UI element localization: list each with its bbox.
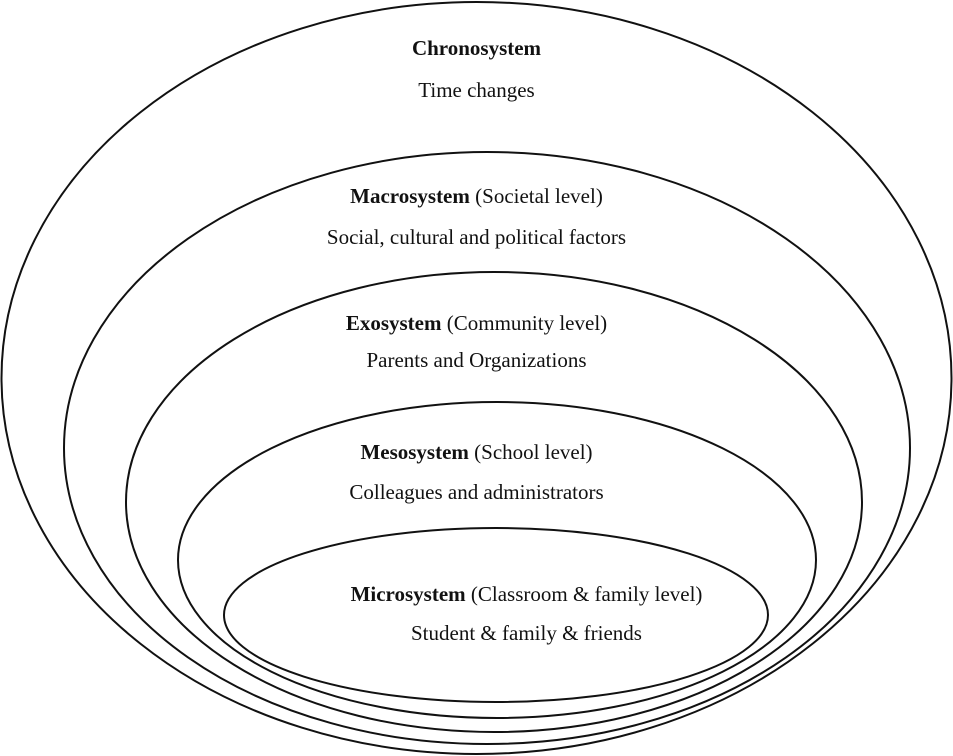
mesosystem-ellipse — [177, 401, 817, 719]
microsystem-ellipse — [223, 527, 769, 703]
mesosystem-title: Mesosystem (School level) — [0, 440, 953, 464]
mesosystem-level: (School level) — [474, 440, 593, 464]
macrosystem-description: Social, cultural and political factors — [326, 225, 627, 249]
exosystem-name: Exosystem — [345, 311, 442, 335]
exosystem-level: (Community level) — [446, 311, 608, 335]
microsystem-name: Microsystem — [350, 582, 466, 606]
mesosystem-name: Mesosystem — [360, 440, 469, 464]
chronosystem-description: Time changes — [418, 78, 535, 102]
microsystem-description: Student & family & friends — [411, 621, 642, 645]
macrosystem-ellipse — [63, 151, 911, 745]
microsystem-title: Microsystem (Classroom & family level) — [50, 582, 953, 606]
macrosystem-title: Macrosystem (Societal level) — [0, 184, 953, 208]
macrosystem-name: Macrosystem — [350, 184, 470, 208]
chronosystem-title: Chronosystem — [0, 36, 953, 60]
macrosystem-level: (Societal level) — [475, 184, 603, 208]
exosystem-ellipse — [125, 271, 863, 733]
mesosystem-description: Colleagues and administrators — [349, 480, 604, 504]
exosystem-title: Exosystem (Community level) — [0, 311, 953, 335]
chronosystem-name: Chronosystem — [411, 36, 542, 60]
microsystem-level: (Classroom & family level) — [470, 582, 703, 606]
exosystem-description: Parents and Organizations — [366, 348, 587, 372]
